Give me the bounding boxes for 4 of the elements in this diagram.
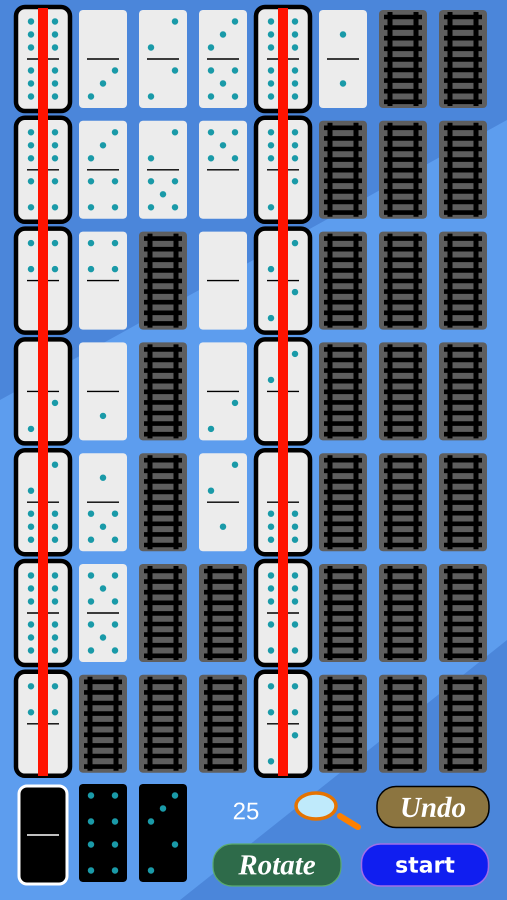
undo-button: Undo (376, 786, 490, 828)
rotate-button: Rotate (212, 843, 342, 887)
start-button: start (360, 843, 490, 887)
score-counter: 25 (234, 802, 258, 820)
